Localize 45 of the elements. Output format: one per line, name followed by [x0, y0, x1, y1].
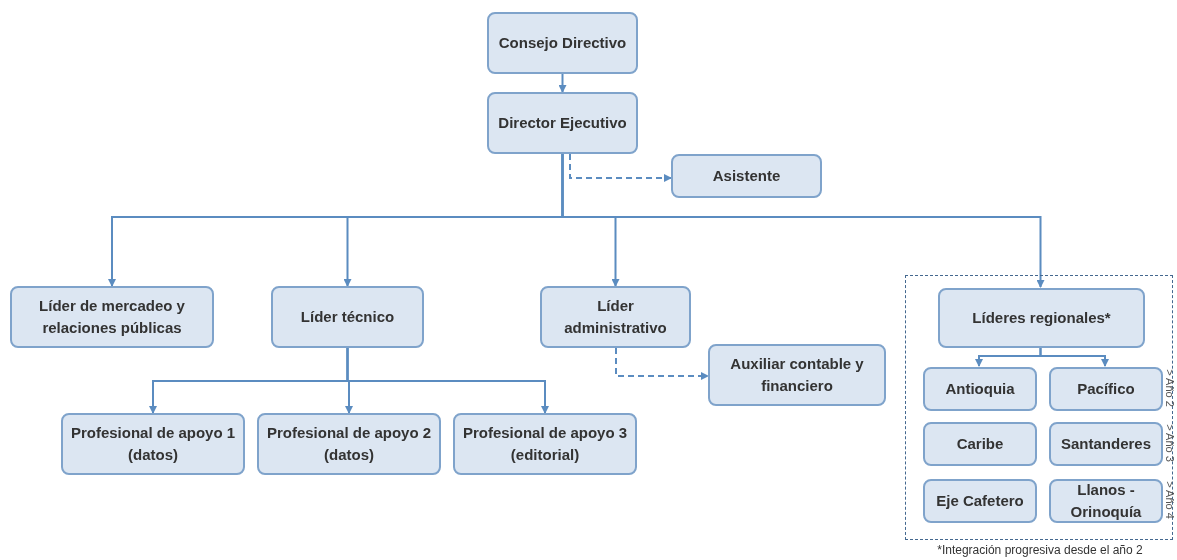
- role-label: Profesional de apoyo 1 (datos): [69, 423, 237, 465]
- connector-arrow: [1039, 346, 1109, 367]
- role-box: [257, 413, 441, 475]
- role-label: Líder de mercadeo y relaciones públicas: [38, 296, 186, 338]
- role-box: [271, 286, 424, 348]
- role-label: Santanderes: [1060, 434, 1151, 454]
- role-label: Caribe: [956, 434, 1004, 454]
- footnote: *Integración progresiva desde el año 2: [936, 542, 1144, 558]
- role-label: Antioquia: [945, 379, 1015, 399]
- role-box: [923, 367, 1037, 411]
- role-label: Eje Cafetero: [936, 491, 1024, 511]
- connector-arrow: [615, 347, 709, 380]
- connector-arrow: [561, 153, 1045, 288]
- role-label: Consejo Directivo: [498, 33, 627, 53]
- role-label: Director Ejecutivo: [498, 113, 627, 133]
- connector-arrow: [558, 73, 567, 93]
- role-box: [540, 286, 691, 348]
- role-box: [923, 422, 1037, 466]
- connector-arrow: [569, 153, 672, 182]
- year-label: > Año 2: [1163, 368, 1177, 409]
- year-label: > Año 3: [1163, 423, 1177, 464]
- role-label: Profesional de apoyo 3 (editorial): [461, 423, 629, 465]
- role-box: [671, 154, 822, 198]
- role-label: Profesional de apoyo 2 (datos): [265, 423, 433, 465]
- role-label: Líder administrativo: [563, 296, 668, 338]
- role-box: [487, 92, 638, 154]
- role-label: Pacífico: [1077, 379, 1135, 399]
- role-label: Líderes regionales*: [972, 308, 1111, 328]
- role-box: [1049, 479, 1163, 523]
- role-box: [708, 344, 886, 406]
- role-box: [487, 12, 638, 74]
- role-box: [923, 479, 1037, 523]
- role-label: Llanos - Orinoquía: [1069, 480, 1143, 522]
- role-label: Líder técnico: [300, 307, 395, 327]
- role-box: [938, 288, 1145, 348]
- role-box: [61, 413, 245, 475]
- dashed-group-frame: [905, 275, 1173, 540]
- role-box: [1049, 367, 1163, 411]
- role-box: [453, 413, 637, 475]
- role-box: [1049, 422, 1163, 466]
- connector-arrow: [346, 347, 549, 414]
- role-label: Auxiliar contable y financiero: [729, 354, 865, 396]
- role-label: Asistente: [712, 166, 781, 186]
- role-box: [10, 286, 214, 348]
- year-label: > Año 4: [1163, 480, 1177, 521]
